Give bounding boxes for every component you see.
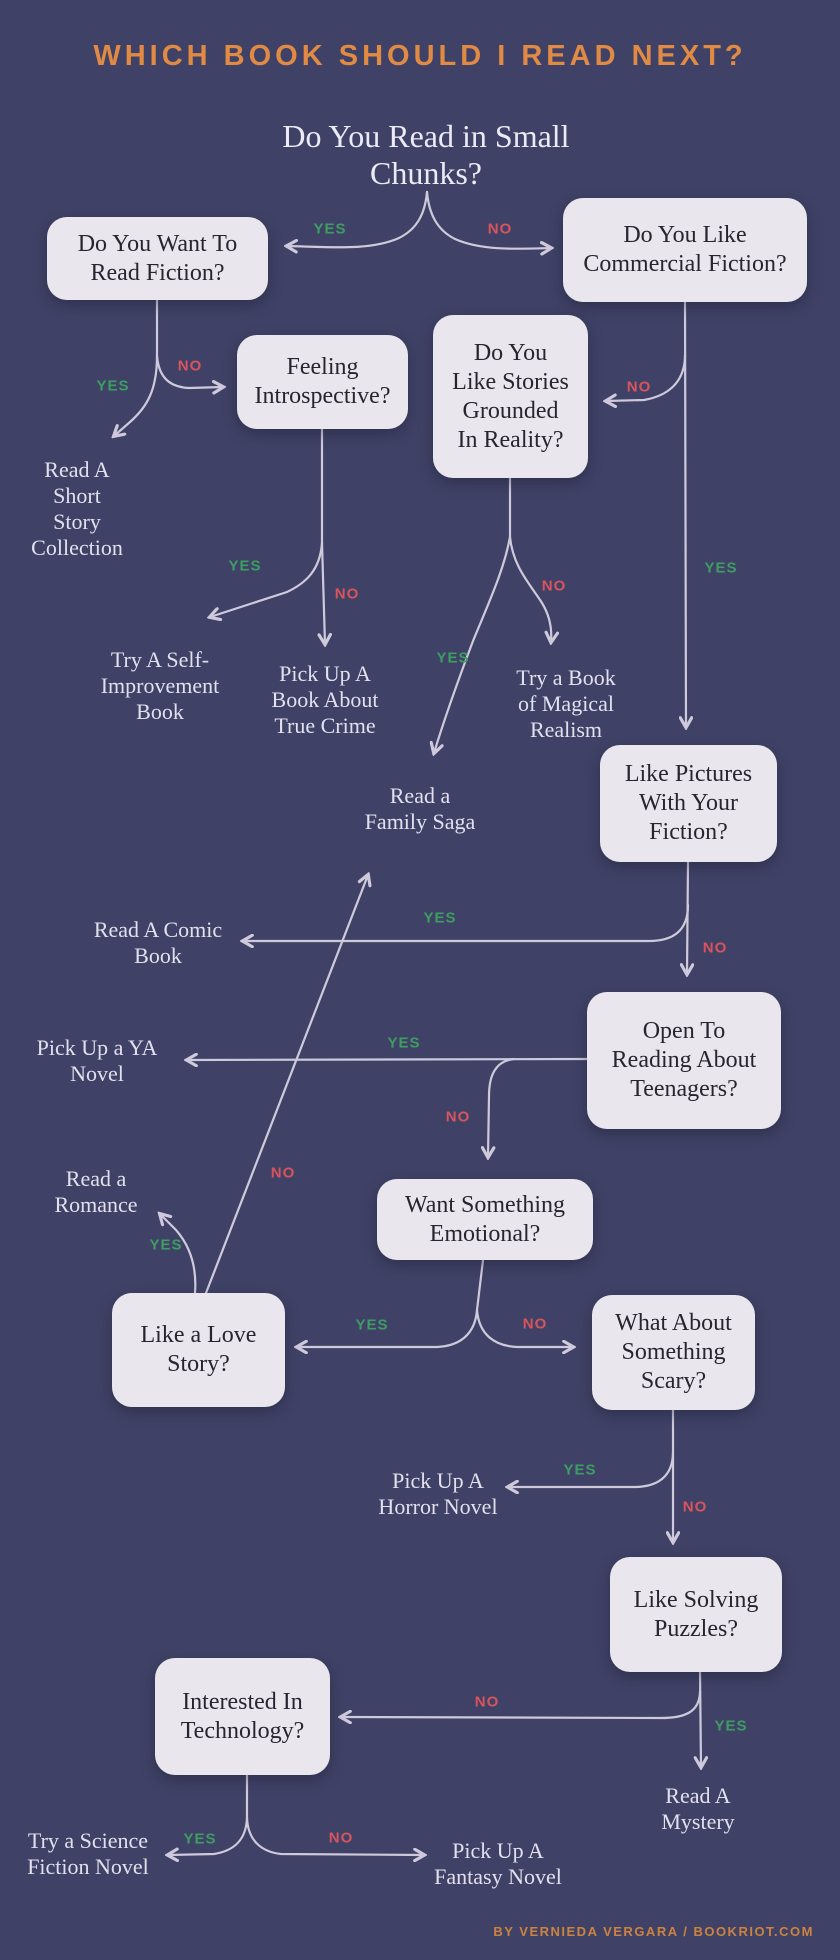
edge-label-technology-yes: YES bbox=[183, 1830, 217, 1848]
credit-line: BY VERNIEDA VERGARA / BOOKRIOT.COM bbox=[493, 1924, 814, 1939]
edge-introspective-yes-line bbox=[210, 541, 324, 617]
question-open-teenagers: Open To Reading About Teenagers? bbox=[587, 992, 781, 1129]
question-like-pictures: Like Pictures With Your Fiction? bbox=[600, 745, 777, 862]
edge-label-pictures-yes: YES bbox=[423, 909, 457, 927]
edge-label-teenagers-no: NO bbox=[445, 1108, 471, 1126]
edge-fiction-yes-line bbox=[114, 354, 159, 436]
question-feeling-introspective: Feeling Introspective? bbox=[237, 335, 408, 429]
edge-label-emotional-yes: YES bbox=[355, 1316, 389, 1334]
edge-label-emotional-no: NO bbox=[522, 1315, 548, 1333]
edge-label-scary-yes: YES bbox=[563, 1461, 597, 1479]
result-romance: Read a Romance bbox=[54, 1166, 138, 1217]
edge-label-commercial-no: NO bbox=[626, 378, 652, 396]
edge-emotional-stem bbox=[475, 1258, 485, 1312]
edge-teenagers-yes-line bbox=[187, 1059, 589, 1060]
question-want-fiction: Do You Want To Read Fiction? bbox=[47, 217, 268, 300]
edge-pictures-yes-line bbox=[243, 903, 690, 941]
edge-introspective-no-line bbox=[322, 541, 325, 644]
edge-label-grounded-no: NO bbox=[541, 577, 567, 595]
edge-love-yes-line bbox=[160, 1214, 197, 1295]
result-self-improvement: Try A Self- Improvement Book bbox=[100, 647, 220, 724]
result-science-fiction: Try a Science Fiction Novel bbox=[27, 1828, 149, 1879]
edge-label-fiction-yes: YES bbox=[96, 377, 130, 395]
question-love-story: Like a Love Story? bbox=[112, 1293, 285, 1407]
question-commercial-fiction: Do You Like Commercial Fiction? bbox=[563, 198, 807, 302]
edge-love-no-line bbox=[204, 875, 368, 1295]
result-fantasy-novel: Pick Up A Fantasy Novel bbox=[434, 1838, 562, 1889]
edge-label-teenagers-yes: YES bbox=[387, 1034, 421, 1052]
edge-label-fiction-no: NO bbox=[177, 357, 203, 375]
edge-label-technology-no: NO bbox=[328, 1829, 354, 1847]
edge-commercial-trunk bbox=[685, 300, 686, 727]
result-horror-novel: Pick Up A Horror Novel bbox=[378, 1468, 498, 1519]
edge-root-yes-line bbox=[287, 190, 429, 247]
result-ya-novel: Pick Up a YA Novel bbox=[36, 1035, 158, 1086]
edge-label-root-yes: YES bbox=[313, 220, 347, 238]
edge-label-commercial-yes: YES bbox=[704, 559, 738, 577]
result-comic-book: Read A Comic Book bbox=[93, 917, 223, 968]
edge-puzzles-yes-line bbox=[700, 1670, 701, 1767]
edge-label-love-no: NO bbox=[270, 1164, 296, 1182]
result-mystery: Read A Mystery bbox=[661, 1783, 735, 1834]
result-true-crime: Pick Up A Book About True Crime bbox=[271, 661, 379, 738]
edge-label-introspective-no: NO bbox=[334, 585, 360, 603]
result-short-story: Read A Short Story Collection bbox=[31, 457, 123, 560]
question-grounded-reality: Do You Like Stories Grounded In Reality? bbox=[433, 315, 588, 478]
result-magical-realism: Try a Book of Magical Realism bbox=[516, 665, 616, 742]
edge-grounded-yes-line bbox=[434, 535, 512, 753]
edge-label-puzzles-yes: YES bbox=[714, 1717, 748, 1735]
question-solving-puzzles: Like Solving Puzzles? bbox=[610, 1557, 782, 1672]
edge-teenagers-no-line bbox=[488, 1057, 516, 1157]
edge-label-grounded-yes: YES bbox=[436, 649, 470, 667]
question-root: Do You Read in Small Chunks? bbox=[282, 118, 570, 191]
edge-label-pictures-no: NO bbox=[702, 939, 728, 957]
edge-puzzles-no-line bbox=[341, 1689, 702, 1718]
question-something-scary: What About Something Scary? bbox=[592, 1295, 755, 1410]
page-title: WHICH BOOK SHOULD I READ NEXT? bbox=[93, 40, 747, 72]
edge-label-scary-no: NO bbox=[682, 1498, 708, 1516]
edge-label-introspective-yes: YES bbox=[228, 557, 262, 575]
question-interested-technology: Interested In Technology? bbox=[155, 1658, 330, 1775]
edge-label-love-yes: YES bbox=[149, 1236, 183, 1254]
result-family-saga: Read a Family Saga bbox=[364, 783, 476, 834]
edge-pictures-no-line bbox=[687, 860, 688, 974]
question-want-emotional: Want Something Emotional? bbox=[377, 1179, 593, 1260]
edge-label-puzzles-no: NO bbox=[474, 1693, 500, 1711]
edge-label-root-no: NO bbox=[487, 220, 513, 238]
